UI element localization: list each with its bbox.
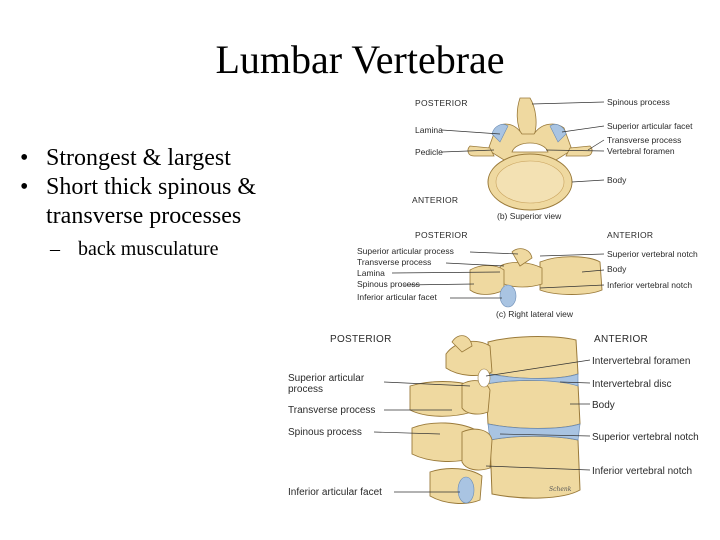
label-transverse-process: Transverse process bbox=[607, 135, 681, 145]
superior-posterior-label: POSTERIOR bbox=[415, 98, 468, 108]
lateral-view-figure: POSTERIOR ANTERIOR (c) Right lateral vie… bbox=[357, 230, 698, 319]
lateral-anterior-label: ANTERIOR bbox=[607, 230, 653, 240]
label-superior-articular-process: Superior articular process bbox=[357, 246, 454, 256]
label-spinous-process: Spinous process bbox=[607, 97, 670, 107]
label-intervertebral-disc: Intervertebral disc bbox=[592, 379, 671, 390]
label-superior-vertebral-notch: Superior vertebral notch bbox=[607, 249, 698, 259]
lateral-view-caption: (c) Right lateral view bbox=[496, 309, 574, 319]
label-superior-articular-facet: Superior articular facet bbox=[607, 121, 693, 131]
label-body: Body bbox=[607, 175, 627, 185]
superior-view-figure: POSTERIOR ANTERIOR (b) Superior view Lam… bbox=[412, 97, 693, 221]
label-transverse-process-column: Transverse process bbox=[288, 405, 375, 416]
column-anterior-label: ANTERIOR bbox=[594, 334, 648, 345]
lateral-posterior-label: POSTERIOR bbox=[415, 230, 468, 240]
label-vertebral-foramen: Vertebral foramen bbox=[607, 146, 675, 156]
label-lamina: Lamina bbox=[415, 125, 443, 135]
label-superior-vertebral-notch-column: Superior vertebral notch bbox=[592, 432, 699, 443]
label-intervertebral-foramen: Intervertebral foramen bbox=[592, 356, 690, 367]
label-process: process bbox=[288, 384, 323, 395]
label-transverse-process-lateral: Transverse process bbox=[357, 257, 431, 267]
label-inferior-vertebral-notch-column: Inferior vertebral notch bbox=[592, 466, 692, 477]
label-body-lateral: Body bbox=[607, 264, 627, 274]
column-view-figure: POSTERIOR ANTERIOR Superior articular pr… bbox=[288, 334, 699, 503]
label-inferior-articular-facet: Inferior articular facet bbox=[357, 292, 437, 302]
label-superior-articular: Superior articular bbox=[288, 373, 365, 384]
label-inferior-articular-facet-column: Inferior articular facet bbox=[288, 487, 382, 498]
label-lamina-lateral: Lamina bbox=[357, 268, 385, 278]
label-spinous-process-lateral: Spinous process bbox=[357, 279, 420, 289]
label-spinous-process-column: Spinous process bbox=[288, 427, 362, 438]
superior-anterior-label: ANTERIOR bbox=[412, 195, 458, 205]
superior-view-caption: (b) Superior view bbox=[497, 211, 562, 221]
label-pedicle: Pedicle bbox=[415, 147, 443, 157]
artist-signature: Schenk bbox=[549, 486, 572, 493]
column-posterior-label: POSTERIOR bbox=[330, 334, 392, 345]
label-body-column: Body bbox=[592, 400, 615, 411]
label-inferior-vertebral-notch: Inferior vertebral notch bbox=[607, 280, 692, 290]
